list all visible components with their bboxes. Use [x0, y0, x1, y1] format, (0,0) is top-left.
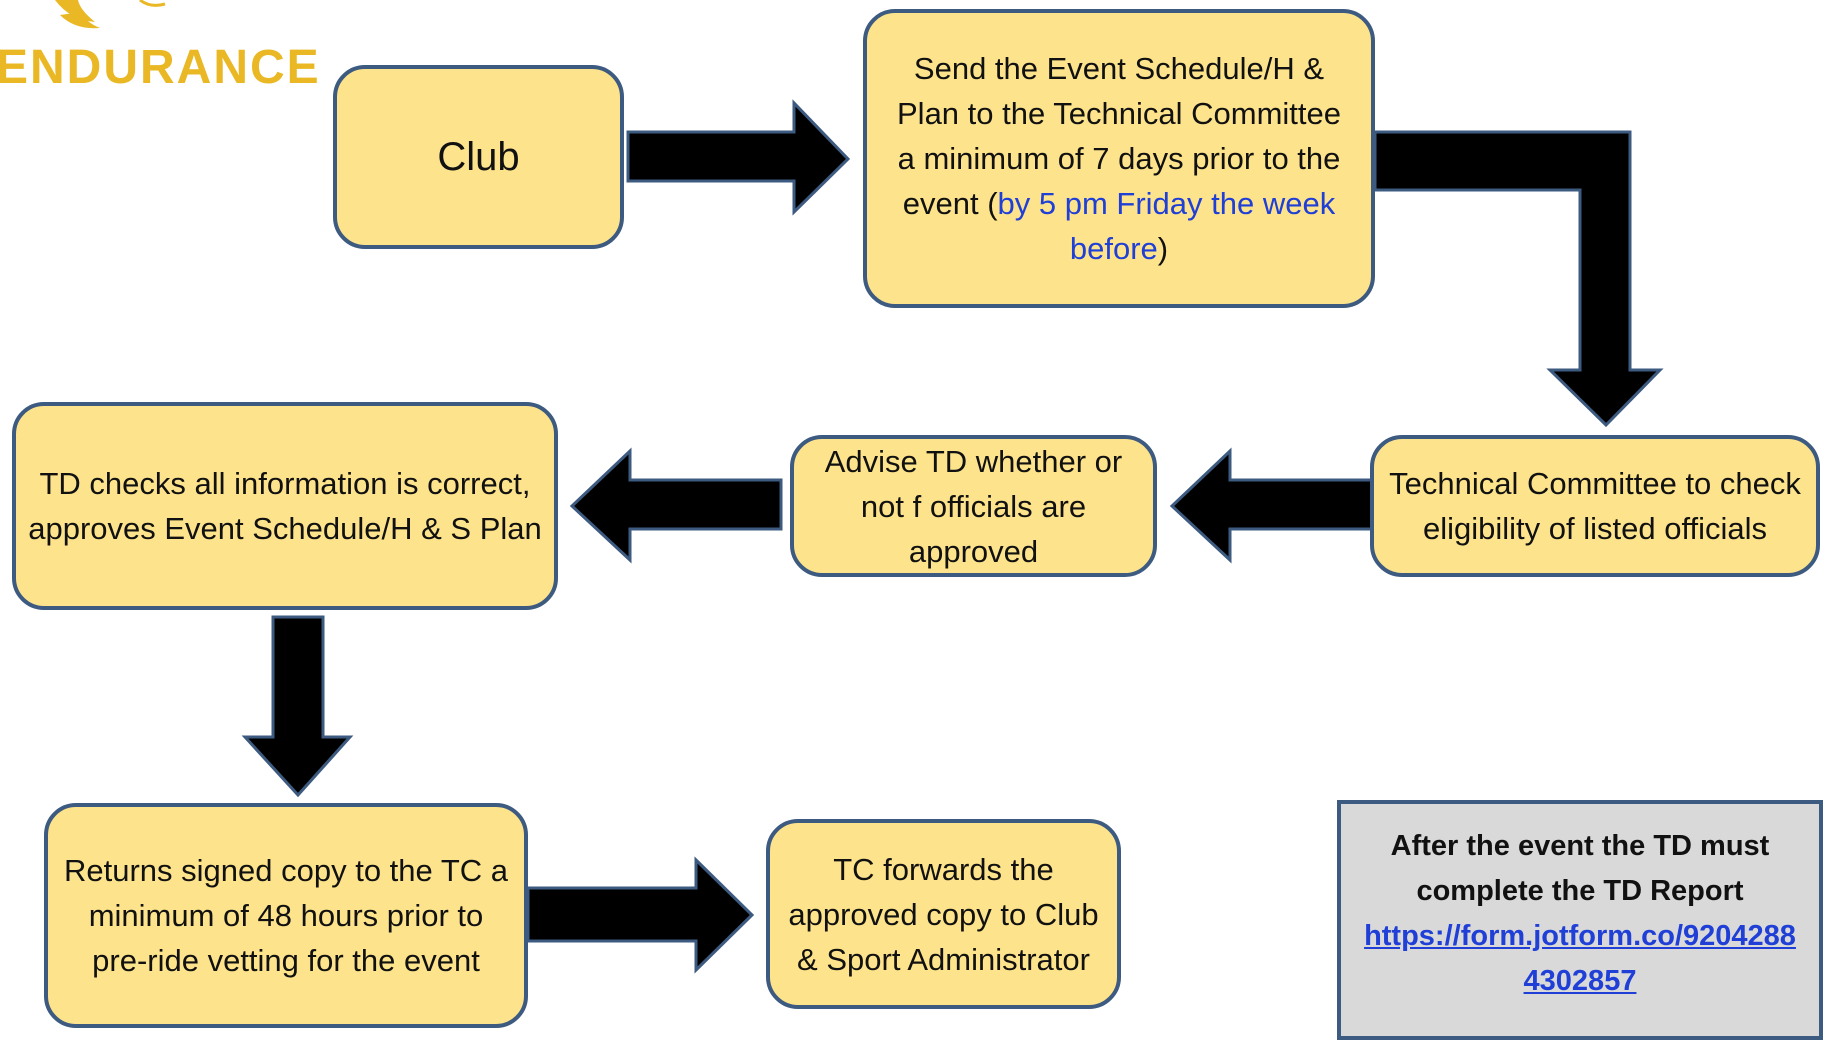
club-box: Club [333, 65, 624, 249]
tc-check-box: Technical Committee to check eligibility… [1370, 435, 1820, 577]
arrow-right-returns-to-forwards [526, 856, 755, 974]
arrow-left-tc-to-advise [1169, 447, 1375, 564]
deadline-highlight: by 5 pm Friday the week before [997, 186, 1336, 266]
arrow-right-club-to-send [626, 99, 851, 216]
arrow-elbow-send-to-tc [1373, 130, 1664, 428]
send-schedule-text: Send the Event Schedule/H & Plan to the … [897, 51, 1341, 266]
club-label: Club [437, 134, 520, 179]
tc-forwards-box: TC forwards the approved copy to Club & … [766, 819, 1121, 1009]
logo-text: ENDURANCE [0, 41, 321, 94]
leaf-icon [55, 0, 166, 29]
tc-forwards-text: TC forwards the approved copy to Club & … [788, 851, 1099, 977]
returns-copy-text: Returns signed copy to the TC a minimum … [63, 853, 508, 978]
td-report-note: After the event the TD must complete the… [1337, 800, 1823, 1040]
endurance-logo: ENDURANCE [0, 0, 319, 110]
td-checks-box: TD checks all information is correct, ap… [12, 402, 558, 610]
arrow-down-td-to-returns [241, 615, 354, 798]
advise-td-text: Advise TD whether or not f officials are… [824, 443, 1123, 569]
returns-copy-box: Returns signed copy to the TC a minimum … [44, 803, 528, 1028]
tc-check-text: Technical Committee to check eligibility… [1389, 466, 1801, 546]
send-schedule-box: Send the Event Schedule/H & Plan to the … [863, 9, 1375, 308]
arrow-left-advise-to-td [569, 447, 783, 564]
td-report-text: After the event the TD must complete the… [1390, 830, 1770, 907]
td-report-link[interactable]: https://form.jotform.co/92042884302857 [1364, 920, 1796, 997]
td-checks-text: TD checks all information is correct, ap… [28, 466, 542, 546]
advise-td-box: Advise TD whether or not f officials are… [790, 435, 1157, 577]
